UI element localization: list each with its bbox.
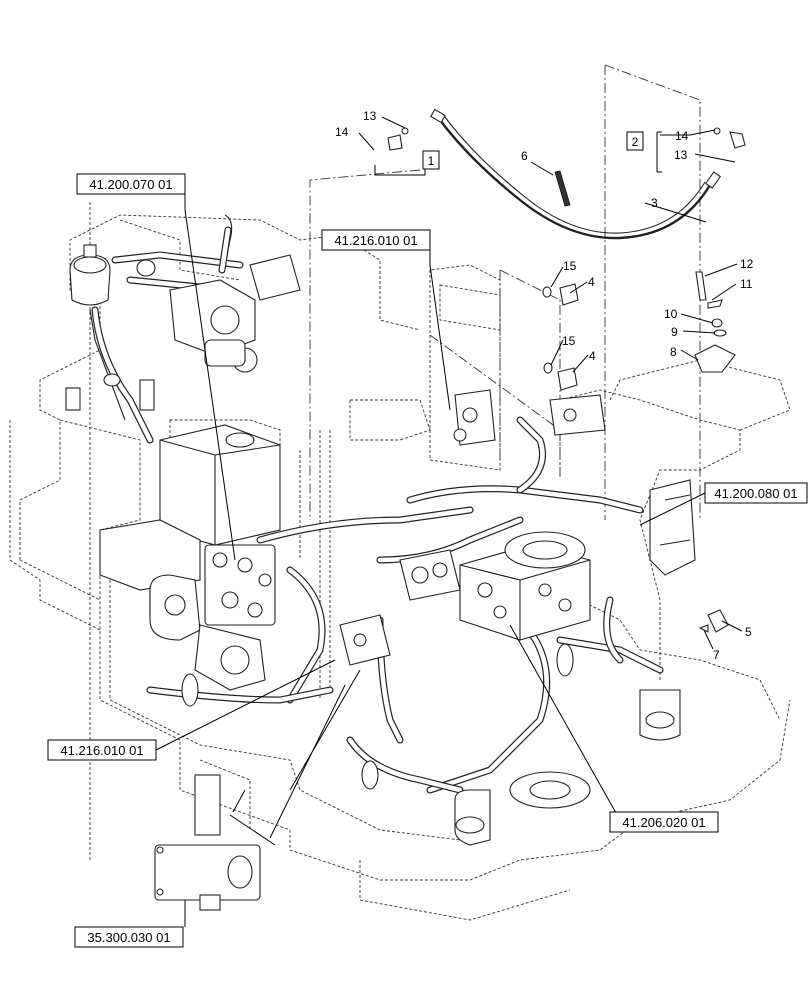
- ref-label-text: 41.200.070 01: [89, 177, 172, 192]
- ref-label-41-216-010-lower: 41.216.010 01: [47, 739, 157, 761]
- ref-label-41-206-020: 41.206.020 01: [609, 811, 719, 833]
- callout-14: 14: [675, 129, 689, 143]
- hose-assembly-part-3: [430, 108, 722, 240]
- ref-label-41-216-010-mid: 41.216.010 01: [321, 229, 431, 251]
- callout-10: 10: [664, 307, 678, 321]
- assembly-chain-lines: [309, 64, 701, 520]
- callout-6: 6: [521, 149, 528, 163]
- ref-label-41-200-080: 41.200.080 01: [704, 482, 808, 504]
- callout-9: 9: [671, 325, 678, 339]
- ref-label-text: 41.200.080 01: [714, 486, 797, 501]
- callout-4: 4: [589, 349, 596, 363]
- ref-label-41-200-070: 41.200.070 01: [76, 173, 186, 195]
- kit-box-2: 2: [626, 131, 644, 151]
- callout-7: 7: [713, 648, 720, 662]
- callout-12: 12: [740, 257, 754, 271]
- kit-box-1: 1: [422, 150, 440, 170]
- ref-label-text: 41.216.010 01: [60, 743, 143, 758]
- callout-numbers: 3 4 4 5 6 7 8 9 10 11 12 13 13 14 14 15 …: [335, 109, 754, 662]
- ref-label-text: 35.300.030 01: [87, 930, 170, 945]
- callout-3: 3: [651, 196, 658, 210]
- leader-lines: [155, 116, 743, 927]
- callout-15: 15: [563, 259, 577, 273]
- ref-label-35-300-030: 35.300.030 01: [74, 926, 184, 948]
- callout-13: 13: [363, 109, 377, 123]
- callout-11: 11: [740, 277, 753, 291]
- callout-14: 14: [335, 125, 349, 139]
- kit-number: 2: [632, 135, 639, 149]
- ref-label-text: 41.216.010 01: [334, 233, 417, 248]
- callout-8: 8: [670, 345, 677, 359]
- fitting-parts: [154, 127, 746, 911]
- kit-number: 1: [428, 154, 435, 168]
- callout-4: 4: [588, 275, 595, 289]
- ref-label-text: 41.206.020 01: [622, 815, 705, 830]
- callout-15: 15: [562, 334, 576, 348]
- hydraulic-assembly-drawing: [65, 214, 696, 846]
- callout-5: 5: [745, 625, 752, 639]
- callout-13: 13: [674, 148, 688, 162]
